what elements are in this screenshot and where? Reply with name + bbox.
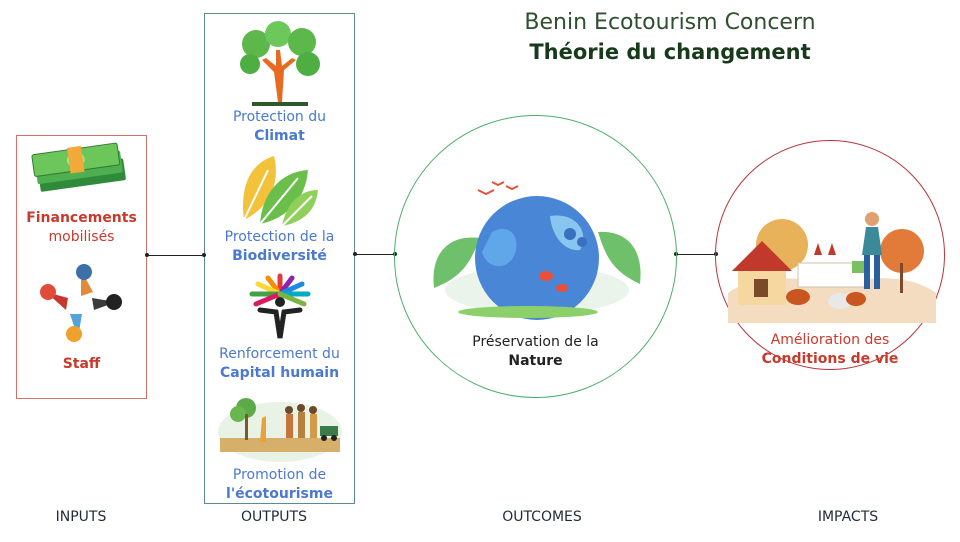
human-tree-icon (249, 273, 311, 339)
output-biodiversite-sublabel: Biodiversité (232, 248, 327, 264)
input-financements-sublabel: mobilisés (48, 229, 115, 245)
outcome-sublabel: Nature (508, 353, 563, 369)
footer-outcomes-label: OUTCOMES (502, 509, 582, 525)
input-staff-label: Staff (62, 356, 101, 372)
leaves-icon (243, 156, 318, 227)
output-capital-label: Renforcement du (219, 346, 340, 362)
output-biodiversite-label: Protection de la (224, 229, 335, 245)
footer-inputs-label: INPUTS (55, 509, 107, 525)
tree-icon (240, 21, 320, 106)
output-capital-sublabel: Capital humain (219, 365, 340, 381)
diagram-subtitle: Théorie du changement (529, 40, 811, 64)
connector-inputs-outputs (147, 255, 204, 256)
impact-label: Amélioration des (770, 332, 890, 348)
output-ecotourisme-label: Promotion de (232, 467, 327, 483)
inputs-box (16, 135, 147, 399)
impact-circle (715, 140, 945, 370)
output-climat-label: Protection du (232, 109, 327, 125)
footer-impacts-label: IMPACTS (817, 509, 879, 525)
safari-icon (218, 398, 342, 462)
connector-dot (145, 253, 149, 257)
connector-outputs-outcome (355, 254, 395, 255)
farm-icon (728, 212, 936, 323)
diagram-title: Benin Ecotourism Concern (524, 10, 816, 35)
outputs-box (204, 13, 355, 504)
connector-dot (202, 253, 206, 257)
output-ecotourisme-sublabel: l'écotourisme (226, 486, 333, 502)
outcome-label: Préservation de la (472, 334, 599, 350)
outcome-circle (394, 115, 677, 398)
output-climat-sublabel: Climat (254, 128, 305, 144)
input-financements-label: Financements (26, 210, 137, 226)
impact-sublabel: Conditions de vie (761, 351, 899, 367)
team-hands-icon (40, 264, 122, 342)
money-stack-icon (31, 142, 126, 192)
connector-dot (353, 252, 357, 256)
earth-nature-icon (433, 181, 641, 320)
footer-outputs-label: OUTPUTS (241, 509, 307, 525)
connector-outcome-impact (676, 254, 716, 255)
